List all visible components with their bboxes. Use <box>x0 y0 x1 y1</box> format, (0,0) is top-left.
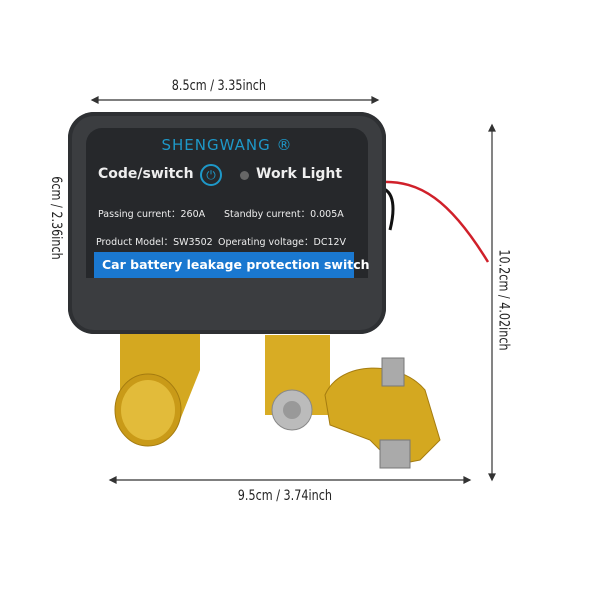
standby-current: Standby current：0.005A <box>224 209 344 220</box>
dimension-left: 6cm / 2.36inch <box>48 176 65 260</box>
right-terminal <box>265 335 330 431</box>
battery-clamp <box>324 357 441 469</box>
code-switch-label: Code/switch <box>98 166 194 182</box>
dimension-top: 8.5cm / 3.35inch <box>171 78 266 94</box>
work-light-led <box>240 171 249 180</box>
dimension-bottom: 9.5cm / 3.74inch <box>237 488 332 504</box>
left-terminal <box>114 330 200 447</box>
work-light-label: Work Light <box>256 166 343 182</box>
red-wire <box>379 180 490 263</box>
passing-current: Passing current：260A <box>98 209 206 220</box>
power-button-icon[interactable]: ⏻ <box>200 164 222 186</box>
brand-name: SHENGWANG ® <box>161 136 293 154</box>
operating-voltage: Operating voltage：DC12V <box>218 237 347 248</box>
product-banner: Car battery leakage protection switch <box>94 252 370 278</box>
product-model: Product Model：SW3502 <box>96 237 213 248</box>
dimension-right: 10.2cm / 4.02inch <box>495 249 512 351</box>
